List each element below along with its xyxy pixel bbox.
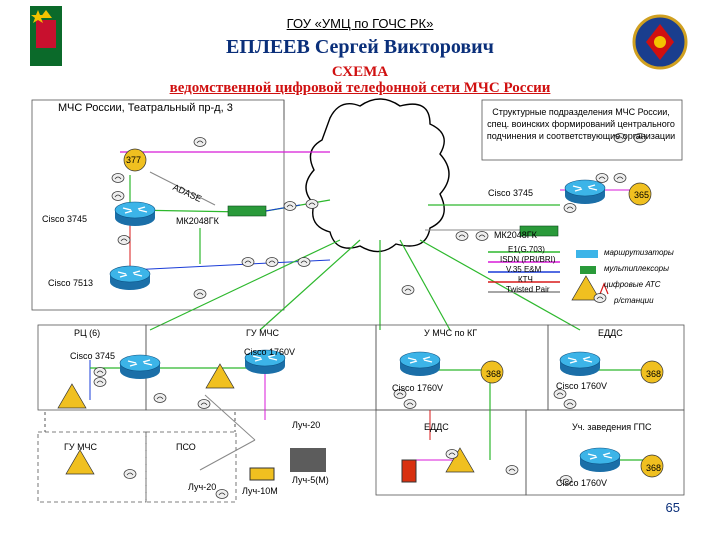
structural-units-text: Структурные подразделения МЧС России, сп… bbox=[486, 107, 676, 141]
legend-mux: мультиплексоры bbox=[604, 264, 669, 273]
legend-stations: р/станции bbox=[614, 296, 654, 305]
label-cisco-3745-struct: Cisco 3745 bbox=[488, 188, 534, 198]
emblem-right-icon bbox=[632, 14, 688, 70]
label-cisco-3745-rc: Cisco 3745 bbox=[70, 351, 116, 361]
region-gu2: ГУ МЧС bbox=[64, 442, 97, 452]
router-cisco-7513 bbox=[109, 265, 151, 291]
label-luch20b: Луч-20 bbox=[188, 482, 217, 492]
multiplexer-icon bbox=[227, 205, 267, 217]
router-cisco-3745-main bbox=[114, 201, 156, 227]
legend-isdn: ISDN (PRI/BRI) bbox=[500, 255, 556, 264]
legend-v35: V.35 E&M bbox=[506, 265, 542, 274]
router-cisco-1760-u bbox=[399, 351, 441, 377]
multiplexer-legend-icon bbox=[580, 266, 596, 274]
router-cisco-3745-rc bbox=[119, 354, 161, 380]
scheme-subtitle: ведомственной цифровой телефонной сети М… bbox=[169, 80, 551, 96]
radio-handsets-icon bbox=[290, 448, 326, 472]
badge-368-u: 368 bbox=[486, 369, 502, 379]
legend-pbx: цифровые АТС bbox=[604, 280, 661, 289]
org-title: ГОУ «УМЦ по ГОЧС РК» bbox=[286, 16, 434, 31]
label-cisco-1760-uch: Cisco 1760V bbox=[556, 478, 608, 488]
scheme-title: СХЕМА bbox=[331, 64, 389, 80]
label-cisco-1760-edds: Cisco 1760V bbox=[556, 381, 608, 391]
region-edds: ЕДДС bbox=[598, 328, 623, 338]
badge-368-uch: 368 bbox=[646, 463, 662, 473]
region-umchs: У МЧС по КГ bbox=[424, 328, 478, 338]
router-cisco-1760-uch bbox=[579, 447, 621, 473]
radio-station-icon bbox=[249, 467, 275, 481]
region-pso: ПСО bbox=[176, 442, 196, 452]
pbx-365-icon bbox=[628, 182, 652, 206]
region-edds2: ЕДДС bbox=[424, 422, 449, 432]
label-luch20: Луч-20 bbox=[292, 420, 321, 430]
network-cloud bbox=[305, 98, 450, 253]
pbx-368-u-icon bbox=[480, 360, 504, 384]
pbx-377-icon bbox=[123, 148, 147, 172]
badge-368-e: 368 bbox=[646, 369, 662, 379]
pbx-icon bbox=[65, 449, 95, 475]
region-uch: Уч. заведения ГПС bbox=[572, 422, 652, 432]
badge-365: 365 bbox=[634, 190, 650, 200]
page-number: 65 bbox=[665, 500, 680, 515]
router-cisco-3745-struct bbox=[564, 179, 606, 205]
label-cisco-1760-u: Cisco 1760V bbox=[392, 383, 444, 393]
radio-station-icon bbox=[401, 459, 417, 483]
legend-routers: маршрутизаторы bbox=[604, 248, 674, 257]
author-name: ЕПЛЕЕВ Сергей Викторович bbox=[226, 36, 494, 58]
pbx-icon bbox=[57, 383, 87, 409]
legend-e1: E1(G.703) bbox=[508, 245, 545, 254]
antenna-legend-icon bbox=[599, 282, 609, 295]
legend-ktv: КТЧ bbox=[518, 275, 533, 284]
label-luch5m: Луч-5(М) bbox=[292, 475, 329, 485]
router-legend-icon bbox=[576, 250, 598, 258]
badge-377: 377 bbox=[126, 155, 142, 165]
region-gu: ГУ МЧС bbox=[246, 328, 279, 338]
multiplexer-icon bbox=[519, 225, 559, 237]
label-luch10m: Луч-10М bbox=[242, 486, 278, 496]
legend-twisted-pair: Twisted Pair bbox=[506, 285, 550, 294]
star-icon bbox=[31, 10, 45, 23]
main-site-title: МЧС России, Театральный пр-д, 3 bbox=[58, 102, 233, 114]
label-mk2048-main: МК2048ГК bbox=[176, 216, 219, 226]
label-mk2048-struct: МК2048ГК bbox=[494, 230, 537, 240]
router-cisco-1760-edds bbox=[559, 351, 601, 377]
label-cisco-3745-main: Cisco 3745 bbox=[42, 214, 88, 224]
label-cisco-1760-gu: Cisco 1760V bbox=[244, 347, 296, 357]
region-rc: РЦ (6) bbox=[74, 328, 101, 338]
label-cisco-7513: Cisco 7513 bbox=[48, 278, 94, 288]
pbx-368-e-icon bbox=[640, 360, 664, 384]
pbx-368-uch-icon bbox=[640, 454, 664, 478]
